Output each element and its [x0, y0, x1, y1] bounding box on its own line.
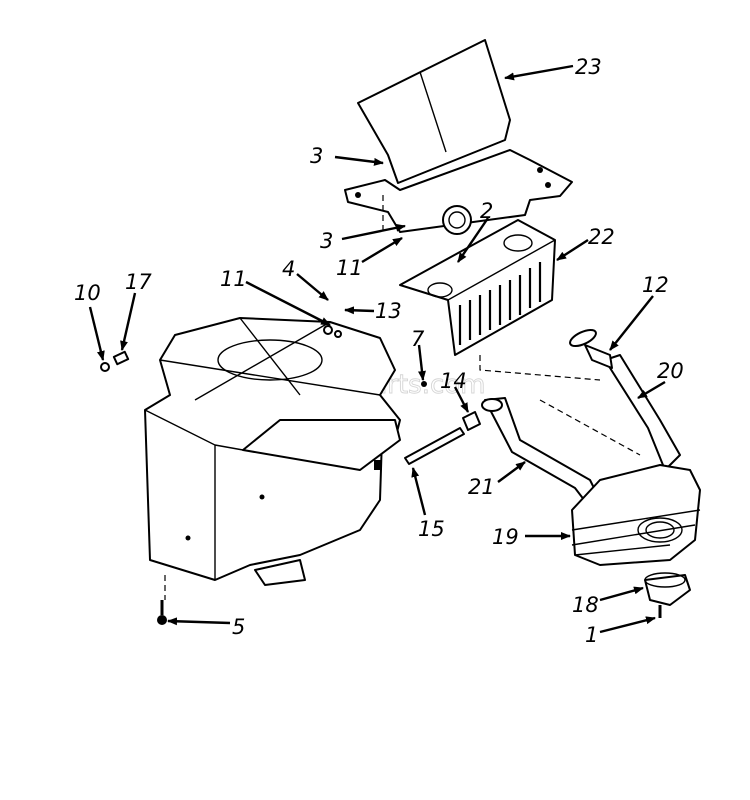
callout-4: 4 [282, 257, 295, 281]
muffler-part [571, 464, 701, 566]
callout-13: 13 [375, 299, 402, 323]
muffler-guard-grille-part [399, 219, 556, 356]
upper-mounting-bracket-part [344, 149, 573, 235]
exhaust-pipe-right-part [569, 328, 681, 471]
callout-23: 23 [575, 55, 602, 79]
small-fasteners-part [100, 325, 481, 625]
callout-2: 2 [480, 199, 493, 223]
assembly-line [539, 399, 641, 456]
callout-12: 12 [642, 273, 669, 297]
callout-18: 18 [572, 593, 599, 617]
callout-10: 10 [74, 281, 101, 305]
callout-20: 20 [657, 359, 684, 383]
heat-shield-cover-part [357, 39, 511, 184]
callout-1: 1 [585, 623, 598, 647]
callout-22: 22 [588, 225, 615, 249]
engine-blower-housing-part [144, 317, 401, 586]
callout-14: 14 [440, 369, 467, 393]
leader-arrows [88, 64, 666, 634]
callout-3: 3 [320, 229, 333, 253]
callout-3: 3 [310, 144, 323, 168]
assembly-line [479, 355, 601, 381]
callout-11: 11 [336, 256, 363, 280]
callout-19: 19 [492, 525, 519, 549]
callout-17: 17 [125, 270, 152, 294]
callout-21: 21 [468, 475, 495, 499]
spark-arrester-cap-part [644, 572, 691, 618]
callout-5: 5 [232, 615, 245, 639]
callout-7: 7 [411, 327, 425, 351]
exhaust-pipe-left-part [481, 397, 601, 506]
callout-11: 11 [220, 267, 247, 291]
callout-15: 15 [418, 517, 445, 541]
